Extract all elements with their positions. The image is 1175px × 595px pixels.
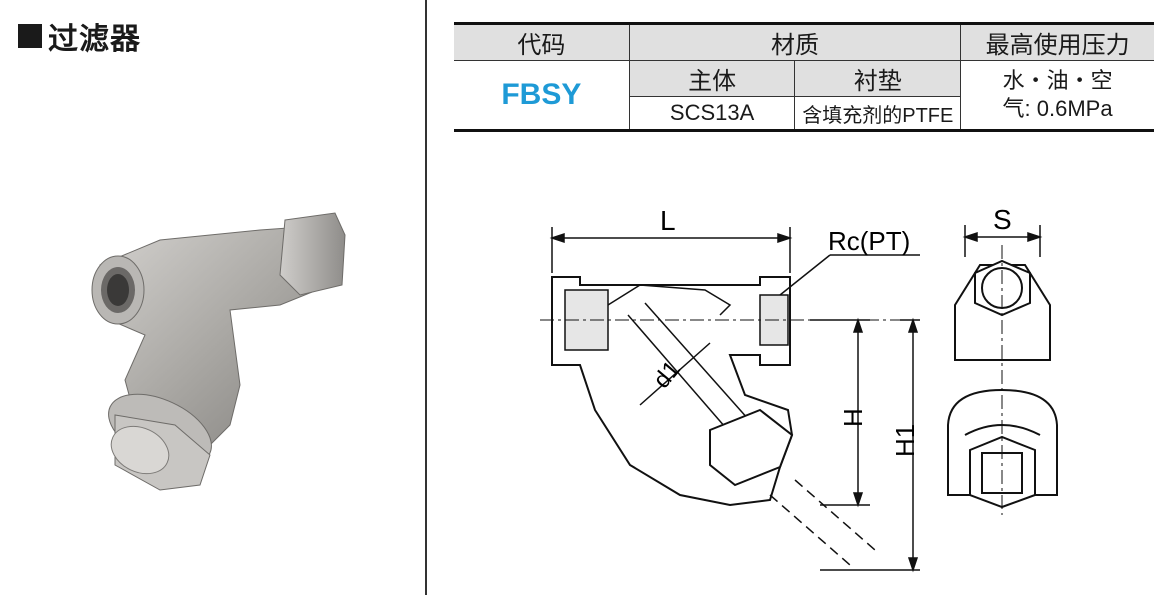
subheader-row: FBSY 主体 衬垫 水・油・空 气: 0.6MPa: [454, 60, 1154, 131]
label-H: H: [838, 408, 868, 427]
header-row: 代码 材质 最高使用压力: [454, 23, 1154, 61]
filter-photo: [91, 212, 346, 491]
spec-table: 代码 材质 最高使用压力 FBSY 主体 衬垫 水・油・空 气: 0.6MPa …: [454, 22, 1154, 132]
subheader-lining: 衬垫: [794, 60, 962, 97]
data-row: SCS13A 含填充剂的PTFE: [454, 96, 1154, 131]
lining-material: 含填充剂的PTFE: [794, 96, 962, 131]
label-L: L: [660, 205, 676, 236]
square-bullet-icon: [18, 24, 42, 48]
header-pressure: 最高使用压力: [960, 23, 1154, 61]
product-code: FBSY: [454, 60, 630, 131]
subheader-body: 主体: [628, 60, 796, 97]
body-material: SCS13A: [628, 96, 796, 131]
label-thread: Rc(PT): [828, 226, 910, 256]
header-code: 代码: [454, 23, 630, 61]
section-title-text: 过滤器: [48, 22, 141, 57]
label-S: S: [993, 204, 1012, 235]
header-material: 材质: [628, 23, 962, 61]
section-title: 过滤器: [18, 14, 141, 58]
pressure-cell: 水・油・空 气: 0.6MPa: [960, 60, 1154, 131]
divider-line: [425, 0, 427, 595]
pressure-line2: 气: 0.6MPa: [1002, 96, 1113, 121]
pressure-line1: 水・油・空: [1002, 68, 1113, 93]
dimension-drawing: L Rc(PT) d1 H H1 S: [540, 204, 1058, 573]
label-H1: H1: [890, 424, 920, 457]
